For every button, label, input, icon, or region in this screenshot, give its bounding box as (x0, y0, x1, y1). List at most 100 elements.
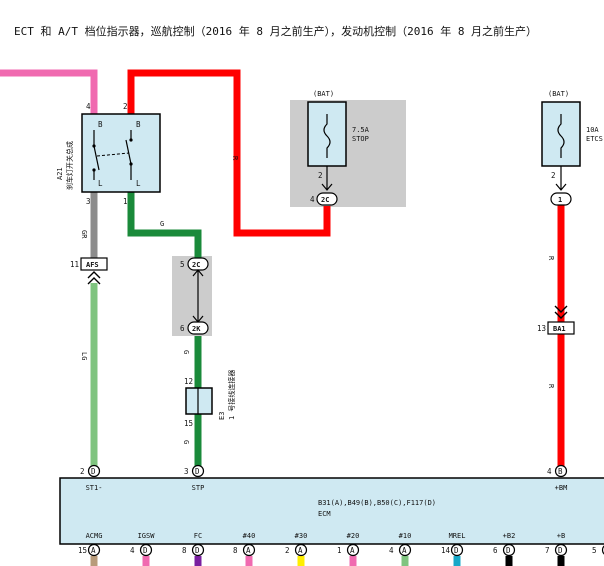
etcs-fuse-pin: 2 (551, 171, 556, 180)
ecm-bottom-wire (401, 556, 409, 566)
conn-2k-name: 2K (192, 325, 201, 333)
stop-conn-oval (316, 192, 338, 206)
switch-inner-b-right: B (136, 120, 141, 129)
ecm-bottom-wire (90, 556, 98, 566)
stop-light-switch: 4 2 3 1 B B L L A21 刹车灯开关总成 (56, 102, 161, 206)
switch-inner-b-left: B (98, 120, 103, 129)
ecm-bottom-wire (297, 556, 305, 566)
ecm-bottom-pin-name: +B2 (503, 532, 516, 540)
ecm-bottom-pin-num: 4 (130, 546, 135, 555)
ecm-bottom-pin-num: 15 (78, 546, 87, 555)
etcs-fuse-bat: (BAT) (548, 90, 569, 98)
diagram-title: ECT 和 A/T 档位指示器，巡航控制（2016 年 8 月之前生产），发动机… (14, 24, 537, 38)
ecm-bottom-pin-name: MREL (449, 532, 466, 540)
ecm-bottom-pin-name: #30 (295, 532, 308, 540)
ecm-bottom-pin-num: 1 (337, 546, 342, 555)
ecm-bottom-pin-num: 5 (592, 546, 597, 555)
wire-label-g: G (160, 220, 164, 228)
etcs-fuse-rating: 10A (586, 126, 599, 134)
ecm-top-pin-num: 4 (547, 467, 552, 476)
wire-label-r-top: R (231, 156, 239, 161)
ecm-bottom-pin-name: ACMG (86, 532, 103, 540)
ecm-top-pin-name: ST1- (86, 484, 103, 492)
ba1-conn-name: BA1 (553, 325, 566, 333)
ecm-bottom-pin-letter: D (195, 546, 200, 555)
ecm-bottom-pin-num: 8 (182, 546, 187, 555)
ecm-bottom-wire (349, 556, 357, 566)
ecm-bottom-pin: IGSW D4 (130, 532, 155, 566)
ecm-bottom-pin-name: +B (557, 532, 565, 540)
ecm-bottom-wire (245, 556, 253, 566)
ecm-bottom-pin-name: IGSW (138, 532, 156, 540)
etcs-fuse: (BAT) 10A ETCS 2 1 (541, 90, 603, 206)
ba1-connector: BA1 13 (537, 305, 575, 335)
stop-fuse: (BAT) 7.5A STOP 2 2C 4 (307, 90, 370, 206)
ecm-bottom-pin-name: #20 (347, 532, 360, 540)
afs-conn-pin: 11 (70, 260, 79, 269)
stop-fuse-pin: 2 (318, 171, 323, 180)
e3-code-label: E3 (218, 412, 226, 420)
switch-pin-3: 3 (86, 197, 91, 206)
conn-2c-name: 2C (192, 261, 200, 269)
ecm-bottom-pin-letter: A (402, 546, 407, 555)
ecm-bottom-pin-name: #10 (399, 532, 412, 540)
switch-inner-l-right: L (136, 179, 141, 188)
ecm-bottom-pin-letter: A (91, 546, 96, 555)
ecm-bottom-wire (557, 556, 565, 566)
ecm-top-pin-name: STP (192, 484, 205, 492)
ecm-top-pin-num: 2 (80, 467, 85, 476)
ecm-top-pin-letter: D (91, 467, 96, 476)
ecm-bottom-wire (194, 556, 202, 566)
ecm-top-pin-letter: B (558, 467, 563, 476)
ecm-top-pin-letter: D (195, 467, 200, 476)
ecm: B31(A),B49(B),B50(C),F117(D) ECM D2ST1-D… (59, 464, 604, 566)
ecm-bottom-wire (505, 556, 513, 566)
ecm-bottom-pin-num: 7 (545, 546, 550, 555)
wire-label-gr: GR (80, 230, 88, 239)
ecm-bottom-pin-name: #40 (243, 532, 256, 540)
ecm-bottom-pin-num: 8 (233, 546, 238, 555)
ecm-bottom-pin: 5 (592, 545, 604, 555)
wire-pink (0, 69, 98, 114)
ecm-bottom-pin-num: 4 (389, 546, 394, 555)
wire-label-g2: G (182, 350, 190, 354)
switch-pin-1: 1 (123, 197, 128, 206)
etcs-fuse-element (557, 114, 565, 158)
ecm-bottom-pin-letter: A (350, 546, 355, 555)
ecm-bottom-pin-num: 14 (441, 546, 451, 555)
e3-pin-bot: 15 (184, 419, 193, 428)
ecm-bottom-pin-letter: A (246, 546, 251, 555)
switch-inner-l-left: L (98, 179, 103, 188)
ecm-body (59, 477, 604, 545)
switch-pin-2: 2 (123, 102, 128, 111)
wire-label-r-right2: R (547, 384, 555, 389)
stop-fuse-element (323, 114, 331, 158)
wire-label-lg: LG (80, 352, 88, 360)
ecm-bottom-wire (453, 556, 461, 566)
conn-2k-pin: 6 (180, 324, 185, 333)
etcs-conn-oval (550, 192, 572, 206)
stop-fuse-name: STOP (352, 135, 369, 143)
ecm-bottom-pin-letter: D (143, 546, 148, 555)
conn-2c-pin: 5 (180, 260, 185, 269)
stop-fuse-rating: 7.5A (352, 126, 370, 134)
switch-pin-4: 4 (86, 102, 91, 111)
ecm-bottom-pin: ACMG A 15 (78, 532, 102, 566)
ecm-bottom-pin-letter: A (298, 546, 303, 555)
ecm-bottom-wire (142, 556, 150, 566)
stop-conn-name: 2C (321, 196, 329, 204)
ecm-label1: B31(A),B49(B),B50(C),F117(D) (318, 499, 436, 507)
ecm-bottom-pin-letter: D (506, 546, 511, 555)
wire-label-r-right1: R (547, 256, 555, 261)
switch-name-label: 刹车灯开关总成 (65, 141, 74, 190)
